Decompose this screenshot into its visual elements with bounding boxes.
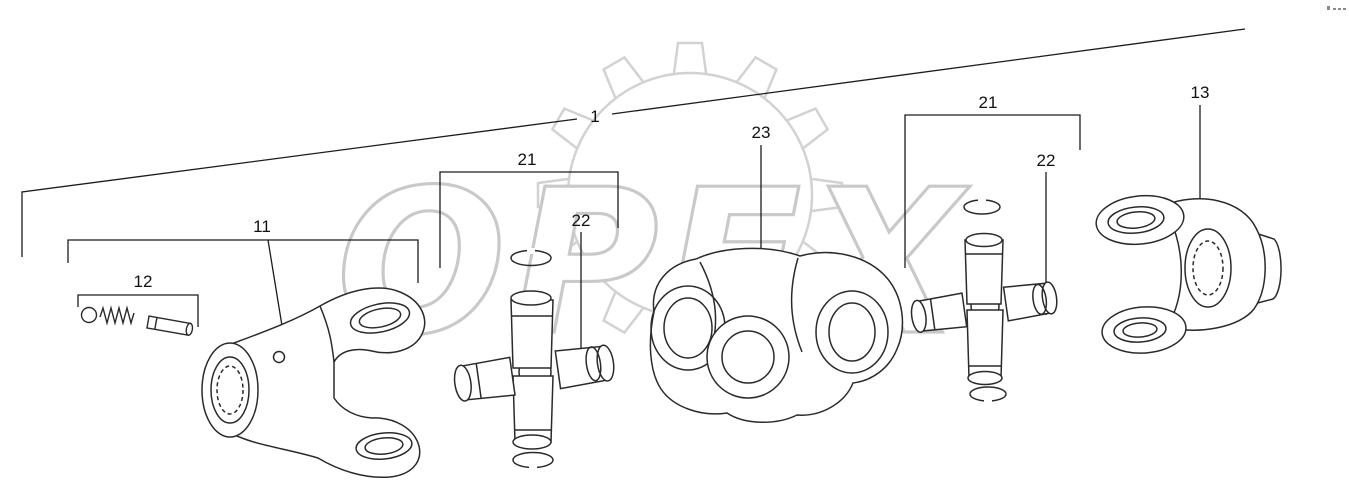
circlip-right xyxy=(585,346,602,382)
label-part-12: 12 xyxy=(134,272,153,291)
right-socket-hole xyxy=(828,302,876,362)
right-socket-ring xyxy=(815,290,889,374)
spline-teeth xyxy=(1192,240,1224,296)
circlip-bottom-gap xyxy=(529,464,537,470)
ball xyxy=(80,306,98,324)
corner-mark xyxy=(1327,6,1346,10)
upper-ear-hole-inner xyxy=(358,307,402,329)
callout-11-bracket xyxy=(67,239,419,283)
cup-left-lip xyxy=(929,298,936,331)
part-11-yoke xyxy=(201,287,426,479)
callout-11-leader xyxy=(267,239,285,339)
lower-ear-hole-inner xyxy=(1122,322,1158,338)
callout-12-bracket xyxy=(77,294,199,327)
part-23-center-yoke xyxy=(649,247,904,423)
circlip-top-gap xyxy=(978,198,986,203)
cup-top-face xyxy=(510,290,552,306)
cup-bottom xyxy=(966,309,1004,379)
left-socket-hole xyxy=(663,297,713,359)
circlip-right xyxy=(1032,283,1048,315)
cup-bottom xyxy=(512,375,554,443)
cup-bottom-face xyxy=(967,370,1003,386)
part-21-cross-right xyxy=(910,198,1058,403)
part-13-yoke xyxy=(1095,194,1282,354)
yoke-body xyxy=(203,287,426,479)
part-21-cross-left xyxy=(453,248,615,470)
callout-lines xyxy=(21,28,1246,355)
cup-left-face xyxy=(910,299,927,333)
cup-top xyxy=(964,239,1004,305)
upper-ear-hole-inner xyxy=(1116,211,1156,229)
watermark-gear-teeth xyxy=(536,41,844,349)
callout-1-line-left xyxy=(21,118,578,257)
callout-1-line-right xyxy=(611,28,1246,115)
label-part-21b: 21 xyxy=(979,93,998,112)
yoke-inner-contour xyxy=(319,305,335,363)
lower-ear-hole-inner xyxy=(364,437,404,455)
part-labels: 1 11 12 21 22 23 21 22 13 xyxy=(134,83,1210,291)
cross-horizontal-cups xyxy=(910,281,1058,333)
cup-top xyxy=(510,299,554,369)
pin xyxy=(146,315,194,337)
label-part-22b: 22 xyxy=(1037,151,1056,170)
center-bore-inner xyxy=(721,330,775,384)
spring xyxy=(99,305,135,326)
callout-21a-bracket xyxy=(439,171,619,268)
label-part-21a: 21 xyxy=(518,150,537,169)
cup-left-lip xyxy=(475,362,482,399)
callout-21b-bracket xyxy=(904,114,1081,268)
label-part-1: 1 xyxy=(590,107,599,126)
label-part-22a: 22 xyxy=(572,211,591,230)
hub-face xyxy=(1184,228,1232,308)
part-12-pin-kit xyxy=(80,305,194,337)
label-part-13: 13 xyxy=(1191,83,1210,102)
circlip-top-gap xyxy=(527,248,535,254)
lock-hole xyxy=(272,350,286,364)
label-part-11: 11 xyxy=(253,217,271,236)
cup-top-face xyxy=(965,232,1003,248)
label-part-23: 23 xyxy=(752,123,771,142)
cup-bottom-face xyxy=(512,434,552,450)
cross-horizontal-cups xyxy=(453,344,615,402)
center-contour-right xyxy=(790,257,803,353)
circlip-bottom-gap xyxy=(984,398,992,403)
spline-teeth xyxy=(216,365,244,415)
cup-left-face xyxy=(453,364,472,402)
upper-ear-hole xyxy=(349,302,411,334)
